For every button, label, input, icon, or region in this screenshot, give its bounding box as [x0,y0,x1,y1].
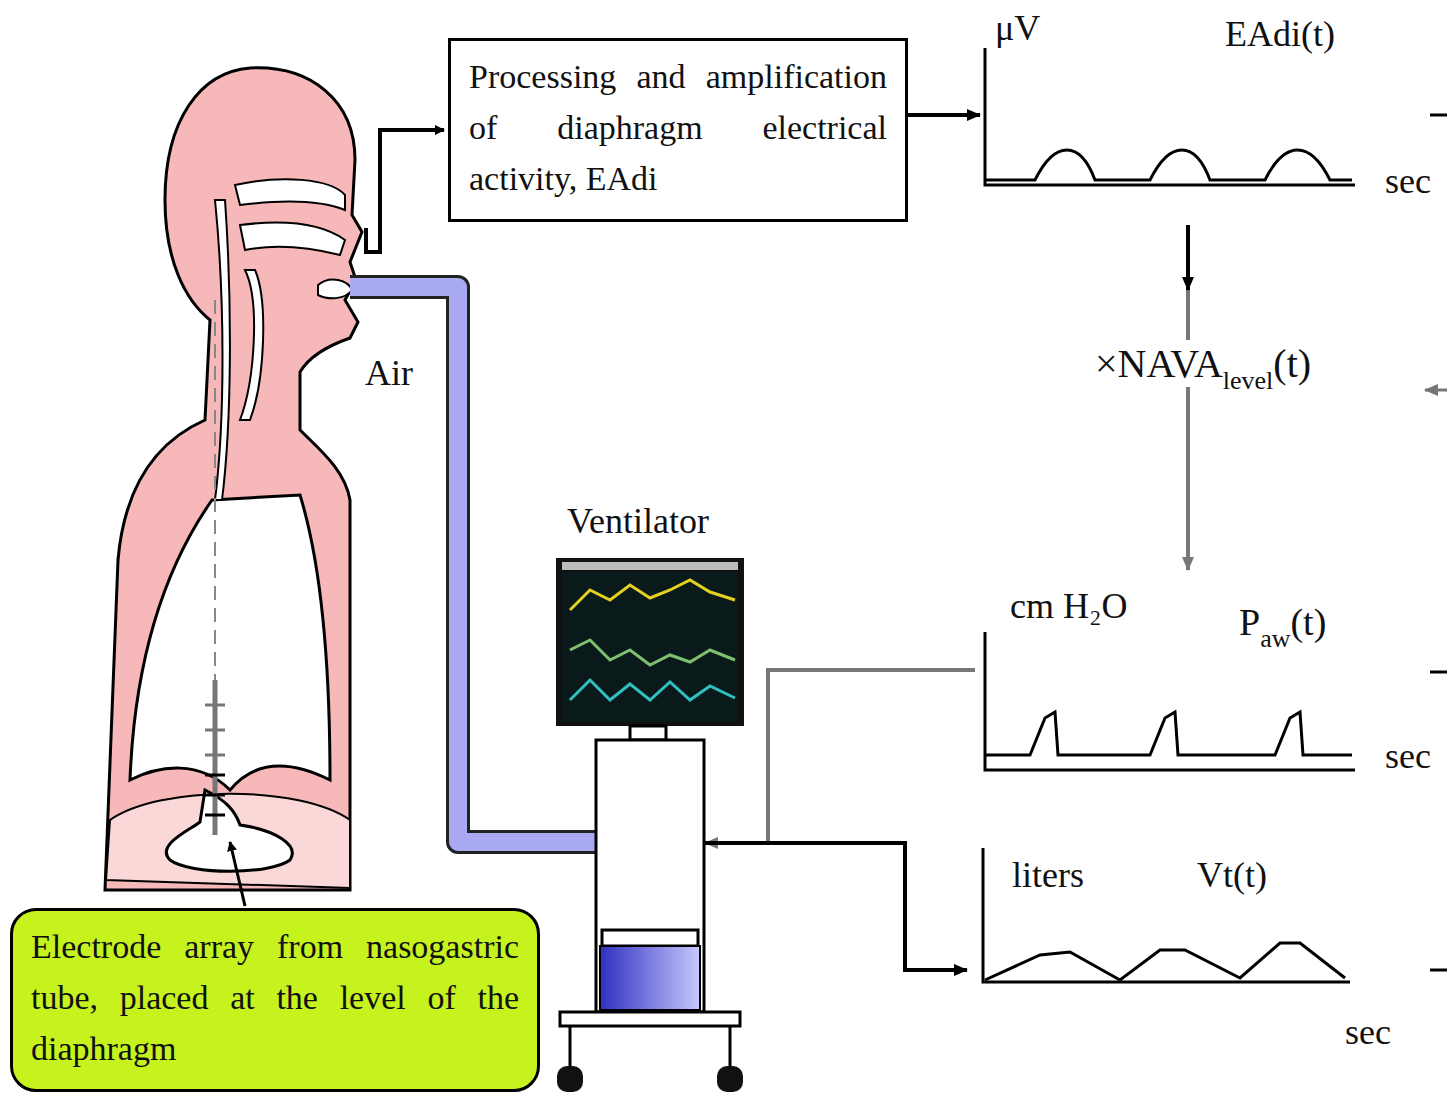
connector [705,670,975,843]
subscript: aw [1260,624,1290,653]
process-box: Processing and amplification of diaphrag… [448,38,908,222]
signal-name: (t) [1273,341,1311,386]
thoracic-cavity [130,495,330,790]
connector [705,843,967,970]
node-text: Processing and amplification of diaphrag… [469,51,887,204]
axis-label: sec [1345,1011,1391,1053]
signal-plot: μV EAdi(t) sec [975,5,1443,205]
waveforms [985,150,1352,980]
mouth [318,280,352,299]
nasal-airway [215,179,345,500]
axis-label: EAdi(t) [1225,13,1335,55]
signal-plot: liters Vt(t) sec [975,848,1443,1088]
callout-box: Electrode array from nasogastric tube, p… [10,908,540,1092]
signal-name: P [1239,601,1260,643]
electrode-array [205,680,225,835]
signal-name: ×NAVA [1095,341,1223,386]
signal-plot: cm H₂O sec [975,585,1443,785]
connector [1186,255,1190,570]
stomach [166,790,292,871]
axis-label: liters [1012,854,1084,896]
ventilator: Ventilator [555,500,745,1080]
signal-arrow [1186,225,1190,290]
signal-arrow [1425,389,1447,392]
nasogastric-tube [214,300,216,680]
axis-label: sec [1385,735,1431,777]
node-text: Electrode array from nasogastric tube, p… [31,921,519,1074]
leader-line [230,842,245,906]
label-group: Paw(t) [1236,600,1329,644]
axis-label: Vt(t) [1197,854,1267,896]
axis-label: Ventilator [567,500,709,542]
axis-label: cm H₂O [1010,585,1128,627]
label-group: ×NAVAlevel(t) [1092,340,1314,387]
flow-label: Air [365,353,413,393]
signal-name: (t) [1290,601,1326,643]
subscript: level [1223,366,1274,395]
body-silhouette [105,68,362,890]
plot-axes [983,48,1447,982]
axis-label: μV [995,7,1040,49]
axis-label: sec [1385,160,1431,202]
label-group: Air [362,352,416,394]
ventilator-illustration [556,558,744,1092]
connector [908,113,980,117]
signal-wire [366,130,444,252]
